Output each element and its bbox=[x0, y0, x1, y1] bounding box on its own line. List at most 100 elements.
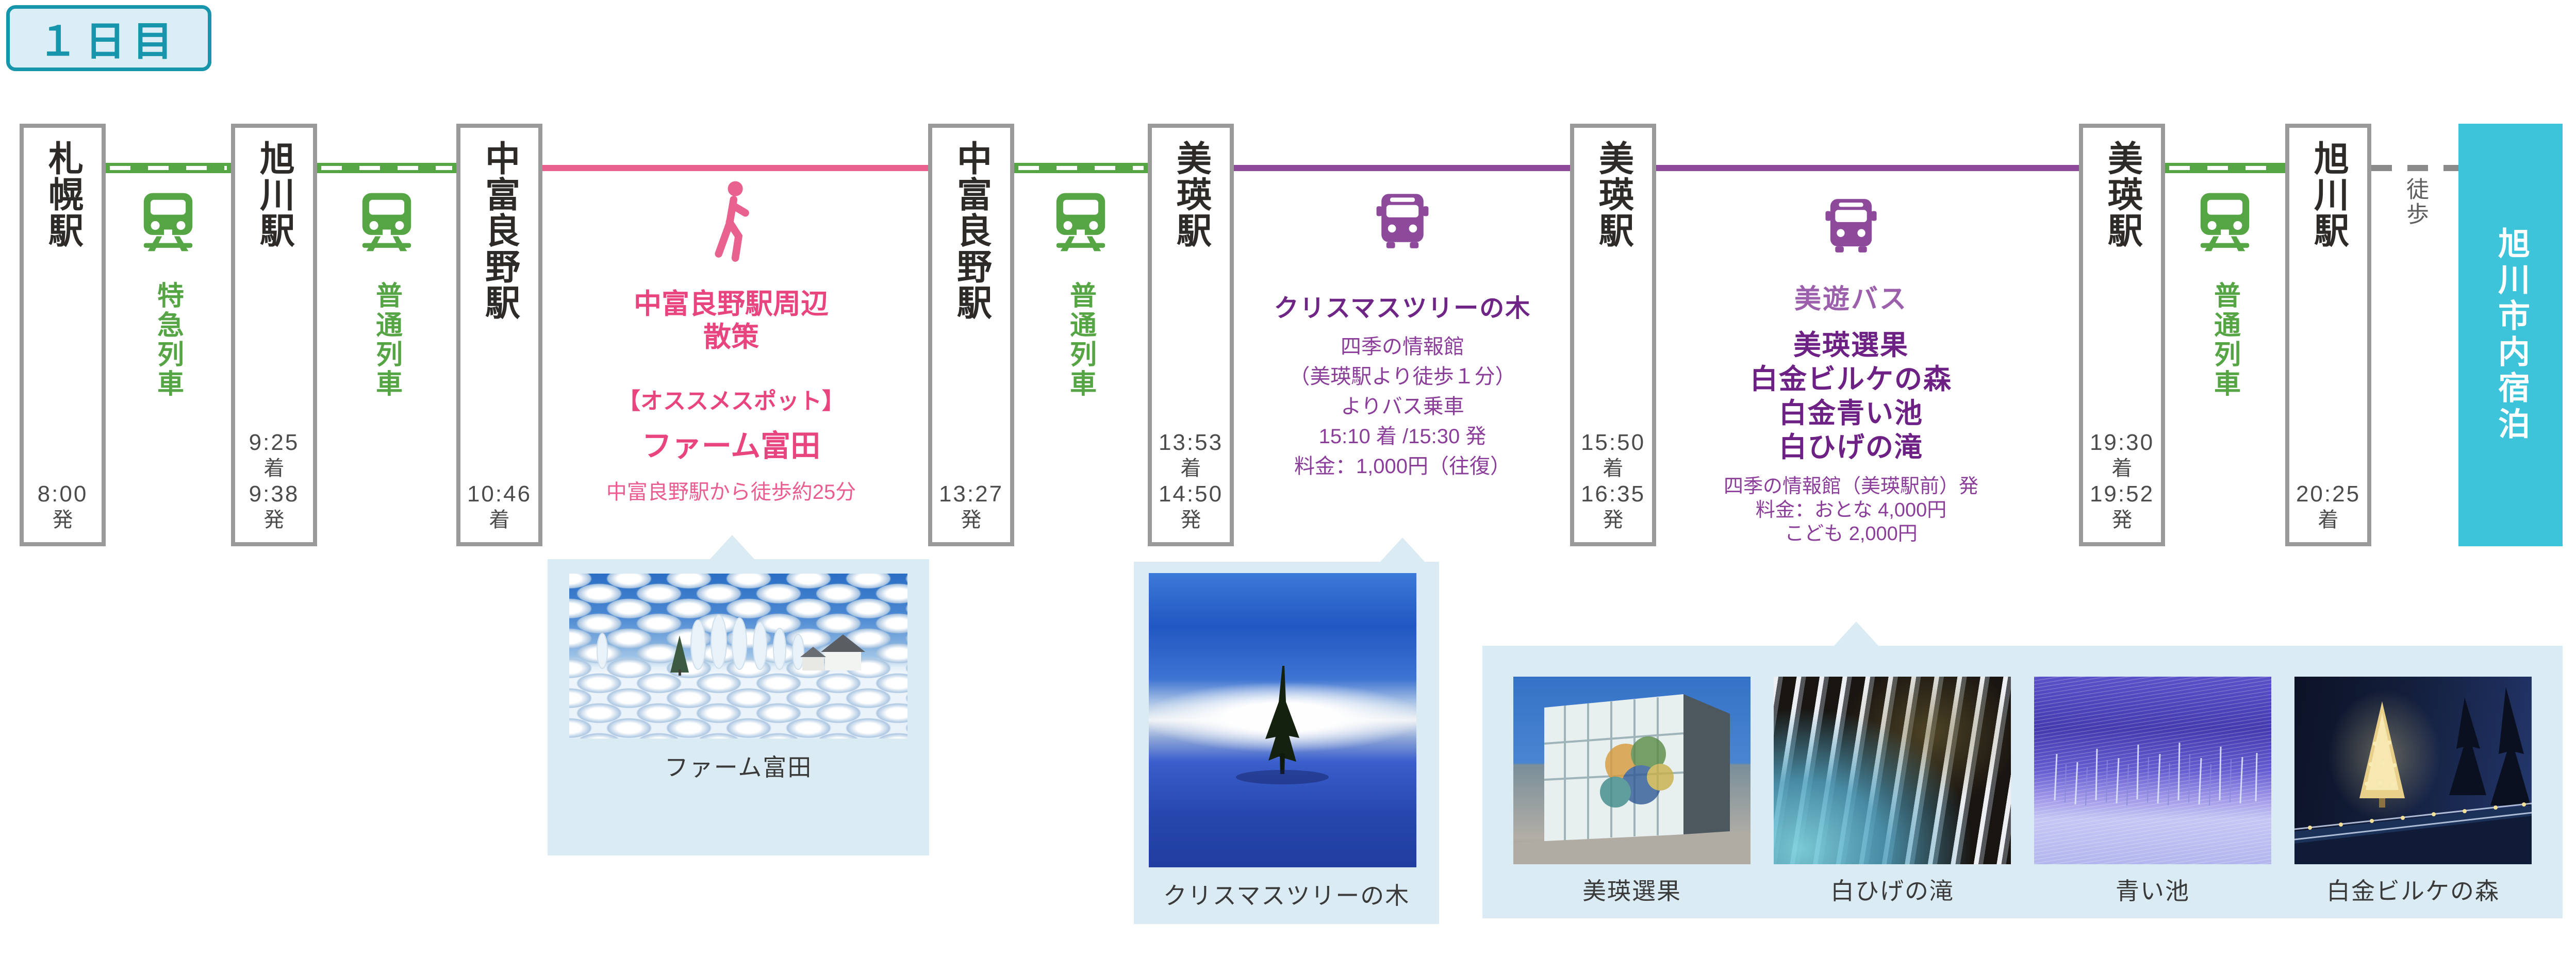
time-suffix: 着 bbox=[263, 457, 285, 480]
farm-scenery-art bbox=[597, 614, 865, 676]
segment-local-3: 普通列車 bbox=[2184, 192, 2266, 399]
time-value: 13:53 bbox=[1158, 430, 1224, 455]
bus-stop-title: クリスマスツリーの木 bbox=[1274, 295, 1531, 322]
station-times: 9:25 着 9:38 発 bbox=[249, 429, 300, 532]
railway-dashes bbox=[2169, 166, 2281, 170]
time-suffix: 着 bbox=[1603, 457, 1624, 480]
time-suffix: 発 bbox=[1603, 509, 1624, 531]
train-icon bbox=[2200, 193, 2250, 251]
photo-shirahige-falls bbox=[1774, 677, 2011, 864]
photo-caption: ファーム富田 bbox=[664, 754, 813, 781]
photo-biei-senka bbox=[1513, 677, 1751, 864]
bus-stops-list: 美瑛選果 白金ビルケの森 白金青い池 白ひげの滝 bbox=[1750, 328, 1952, 464]
time-suffix: 着 bbox=[2111, 457, 2133, 480]
time-value: 19:30 bbox=[2089, 430, 2155, 455]
station-box-biei-3: 美瑛駅 19:30 着 19:52 発 bbox=[2079, 124, 2165, 546]
bus-detail-line: 四季の情報館（美瑛駅前）発 bbox=[1723, 476, 1978, 497]
bus-stop-name: 白金青い池 bbox=[1779, 398, 1923, 429]
station-name: 旭川駅 bbox=[2308, 140, 2348, 248]
bus-stop-name: 美瑛選果 bbox=[1793, 330, 1909, 361]
time-suffix: 発 bbox=[2111, 509, 2133, 531]
bus-icon bbox=[1376, 194, 1429, 248]
callout-pointer bbox=[709, 535, 755, 560]
callout-farm-tomita: ファーム富田 bbox=[548, 559, 929, 855]
station-name: 中富良野駅 bbox=[951, 140, 991, 321]
railway-line-sapporo-asahikawa bbox=[106, 163, 231, 173]
walk-tour-title-line1: 中富良野駅周辺 bbox=[634, 289, 829, 320]
train-type-label: 普通列車 bbox=[371, 281, 402, 399]
bus-route-line-tree bbox=[1234, 165, 1570, 171]
photo-caption: 青い池 bbox=[2116, 878, 2190, 904]
time-suffix: 着 bbox=[2318, 509, 2339, 531]
photo-farm-tomita bbox=[569, 574, 907, 738]
bus-icon bbox=[1825, 199, 1877, 253]
segment-final-walk: 徒歩 bbox=[2388, 177, 2442, 227]
photo-caption: 白金ビルケの森 bbox=[2326, 878, 2500, 904]
time-value: 15:50 bbox=[1580, 430, 1646, 455]
bus-stop-name: 白金ビルケの森 bbox=[1750, 364, 1952, 395]
callout-pointer bbox=[1834, 622, 1879, 646]
glass-building-art bbox=[1513, 694, 1751, 864]
segment-local-1: 普通列車 bbox=[345, 192, 428, 399]
railway-dashes bbox=[1018, 166, 1144, 170]
bus-detail-line: 四季の情報館 bbox=[1340, 335, 1464, 358]
station-box-biei-2: 美瑛駅 15:50 着 16:35 発 bbox=[1570, 124, 1656, 546]
day-badge-label: １日目 bbox=[37, 19, 180, 64]
bus-stop-name: 白ひげの滝 bbox=[1779, 432, 1923, 463]
lodging-label: 旭川市内宿泊 bbox=[2493, 227, 2529, 443]
bus-route-line-biyu bbox=[1656, 165, 2079, 171]
time-value: 13:27 bbox=[938, 481, 1004, 507]
time-value: 9:38 bbox=[249, 481, 300, 507]
time-suffix: 発 bbox=[52, 509, 73, 531]
bus-detail-line: （美瑛駅より徒歩１分） bbox=[1289, 365, 1516, 388]
station-times: 20:25 着 bbox=[2296, 480, 2360, 532]
railway-dashes bbox=[110, 166, 227, 170]
callout-biyu-gallery: 美瑛選果 白ひげの滝 青い池 bbox=[1482, 646, 2563, 918]
time-value: 20:25 bbox=[2296, 481, 2361, 507]
bus-detail-line: こども 2,000円 bbox=[1785, 523, 1918, 545]
christmas-tree-art bbox=[1236, 666, 1329, 784]
recommended-spot-name: ファーム富田 bbox=[641, 429, 821, 463]
final-walk-label: 徒歩 bbox=[2403, 177, 2428, 227]
photo-caption: 美瑛選果 bbox=[1582, 878, 1681, 904]
station-box-nakafurano-2: 中富良野駅 13:27 発 bbox=[928, 124, 1014, 546]
time-value: 16:35 bbox=[1580, 481, 1646, 507]
station-name: 美瑛駅 bbox=[1171, 140, 1211, 248]
walk-to-hotel-line bbox=[2371, 165, 2458, 171]
station-times: 8:00 発 bbox=[38, 480, 88, 532]
day-badge: １日目 bbox=[6, 5, 211, 71]
bus-detail-line: 料金：1,000円（往復） bbox=[1294, 455, 1511, 478]
station-times: 19:30 着 19:52 発 bbox=[2090, 429, 2154, 532]
time-value: 8:00 bbox=[37, 481, 88, 507]
time-suffix: 着 bbox=[489, 509, 510, 531]
segment-bus-biyu: 美遊バス 美瑛選果 白金ビルケの森 白金青い池 白ひげの滝 四季の情報館（美瑛駅… bbox=[1640, 194, 2062, 546]
train-type-label: 特急列車 bbox=[153, 281, 183, 399]
station-name: 美瑛駅 bbox=[1593, 140, 1633, 248]
walk-tour-title: 中富良野駅周辺 散策 bbox=[634, 288, 829, 354]
station-name: 中富良野駅 bbox=[480, 140, 519, 321]
recommended-spot-header: 【オススメスポット】 bbox=[618, 389, 845, 414]
photo-caption: クリスマスツリーの木 bbox=[1163, 882, 1410, 909]
station-name: 旭川駅 bbox=[254, 140, 294, 248]
station-box-asahikawa-2: 旭川駅 20:25 着 bbox=[2285, 124, 2371, 546]
walk-route-line bbox=[542, 165, 928, 171]
station-box-sapporo: 札幌駅 8:00 発 bbox=[20, 124, 106, 546]
railway-dashes bbox=[321, 166, 452, 170]
photo-birke-forest bbox=[2294, 677, 2532, 864]
time-suffix: 発 bbox=[1180, 509, 1201, 531]
time-value: 10:46 bbox=[467, 481, 532, 507]
lodging-box: 旭川市内宿泊 bbox=[2458, 124, 2563, 546]
bus-details: 四季の情報館（美瑛駅前）発 料金：おとな 4,000円 こども 2,000円 bbox=[1724, 475, 1978, 546]
bus-details: 四季の情報館 （美瑛駅より徒歩１分） よりバス乗車 15:10 着 /15:30… bbox=[1289, 332, 1515, 481]
segment-ltd-express: 特急列車 bbox=[127, 192, 209, 399]
train-icon bbox=[143, 193, 193, 251]
station-times: 15:50 着 16:35 発 bbox=[1581, 429, 1645, 532]
bus-detail-line: よりバス乗車 bbox=[1341, 395, 1464, 418]
train-type-label: 普通列車 bbox=[2209, 281, 2240, 399]
bus-detail-line: 料金：おとな 4,000円 bbox=[1755, 499, 1947, 521]
station-box-nakafurano-1: 中富良野駅 10:46 着 bbox=[456, 124, 542, 546]
station-box-biei-1: 美瑛駅 13:53 着 14:50 発 bbox=[1148, 124, 1234, 546]
station-name: 美瑛駅 bbox=[2102, 140, 2142, 248]
train-icon bbox=[362, 193, 411, 251]
